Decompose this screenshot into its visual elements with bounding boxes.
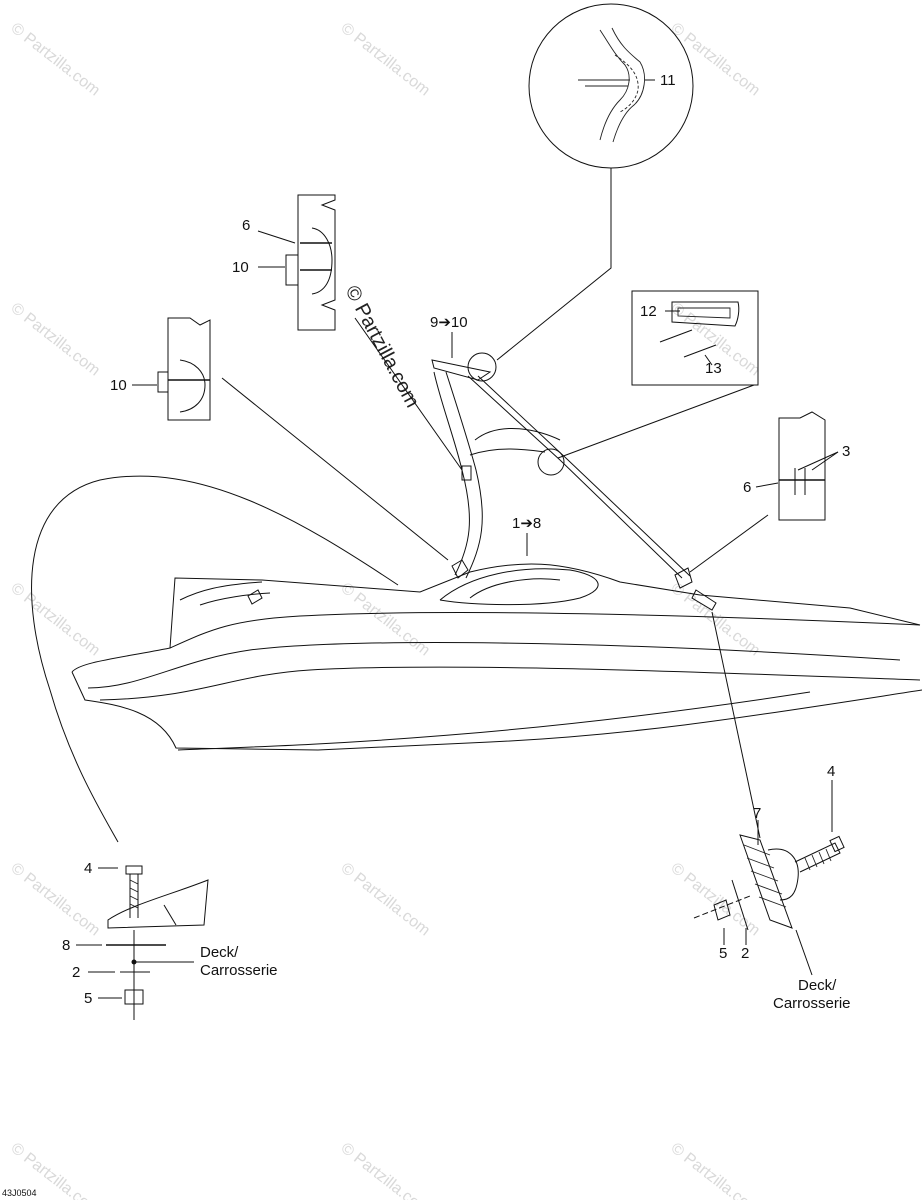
callout-4-right: 4 bbox=[827, 763, 835, 780]
deck-label-left-line1: Deck/ bbox=[200, 944, 239, 961]
callout-2-left: 2 bbox=[72, 964, 80, 981]
callout-10-top: 10 bbox=[232, 259, 249, 276]
detail-left: 10 bbox=[110, 317, 211, 421]
watermark: © Partzilla.com bbox=[668, 1140, 763, 1200]
watermark: © Partzilla.com bbox=[8, 20, 103, 100]
detail-circle-11: 11 bbox=[528, 3, 694, 169]
detail-box-mirror: 12 13 bbox=[631, 290, 759, 386]
detail-bottom-right: 7 4 5 2 Deck/ Carrosserie bbox=[693, 763, 851, 1012]
callout-13: 13 bbox=[705, 360, 722, 377]
deck-label-right-line2: Carrosserie bbox=[773, 995, 851, 1012]
leader-line bbox=[557, 384, 755, 459]
leader-arc bbox=[31, 475, 399, 843]
wakeboard-tower bbox=[431, 359, 717, 611]
watermark: © Partzilla.com bbox=[668, 20, 763, 100]
deck-label-left-line2: Carrosserie bbox=[200, 962, 278, 979]
callout-12: 12 bbox=[640, 303, 657, 320]
callout-2-right: 2 bbox=[741, 945, 749, 962]
callout-11: 11 bbox=[660, 72, 676, 89]
watermark: © Partzilla.com bbox=[8, 580, 103, 660]
leader-line bbox=[711, 611, 761, 839]
detail-bottom-left: 4 8 2 5 Deck/ Carrosserie bbox=[62, 860, 278, 1020]
callout-5-right: 5 bbox=[719, 945, 727, 962]
callout-6-top: 6 bbox=[242, 217, 250, 234]
deck-label-right-line1: Deck/ bbox=[798, 977, 837, 994]
callout-6-right: 6 bbox=[743, 479, 751, 496]
boat-hull bbox=[71, 563, 922, 751]
detail-marker bbox=[537, 448, 565, 476]
callout-1-8: 1➔8 bbox=[512, 515, 541, 532]
watermark: © Partzilla.com bbox=[338, 20, 433, 100]
callout-7-right: 7 bbox=[753, 805, 761, 822]
callout-5-left: 5 bbox=[84, 990, 92, 1007]
watermark: © Partzilla.com bbox=[338, 1140, 433, 1200]
diagram-code: 43J0504 bbox=[2, 1188, 37, 1198]
leader-line bbox=[689, 514, 769, 573]
leader-line bbox=[221, 377, 449, 561]
callout-3: 3 bbox=[842, 443, 850, 460]
watermark: © Partzilla.com bbox=[668, 860, 763, 940]
leader-line bbox=[496, 168, 612, 361]
detail-right: 3 6 bbox=[743, 411, 850, 521]
callout-9-10: 9➔10 bbox=[430, 314, 468, 331]
callout-4-left: 4 bbox=[84, 860, 92, 877]
watermark: © Partzilla.com bbox=[8, 300, 103, 380]
callout-10-left: 10 bbox=[110, 377, 127, 394]
watermark-overlay: © Partzilla.com bbox=[341, 282, 424, 411]
watermark: © Partzilla.com bbox=[338, 860, 433, 940]
watermark-grid: © Partzilla.com © Partzilla.com © Partzi… bbox=[8, 20, 763, 1200]
callout-8-left: 8 bbox=[62, 937, 70, 954]
detail-top-mid: 6 10 bbox=[232, 194, 336, 331]
leader-line bbox=[354, 317, 463, 471]
